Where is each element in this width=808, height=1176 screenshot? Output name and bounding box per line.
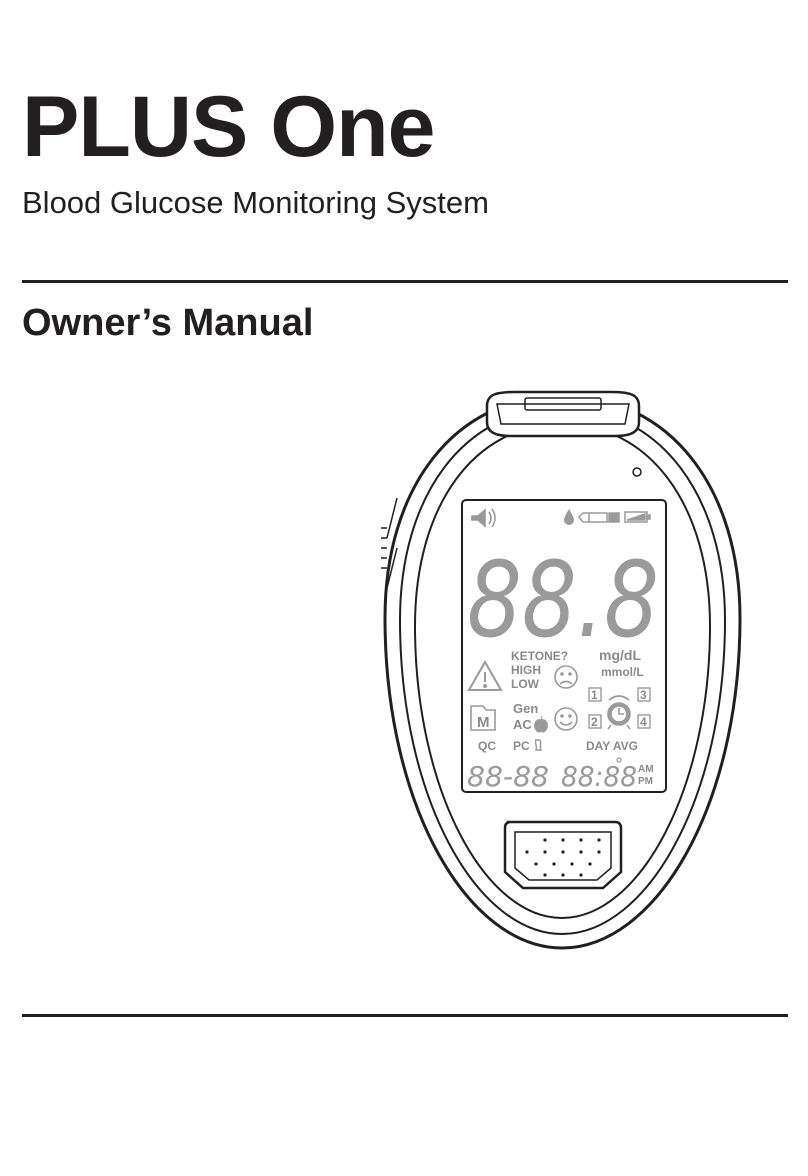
glucose-meter-illustration: 88.8 KETONE? HIGH LOW mg/dL mmol/L M Gen… <box>375 388 750 958</box>
time-readout: 88:88 <box>561 760 637 793</box>
time-dot <box>616 757 622 763</box>
memory-label: M <box>477 714 490 731</box>
speaker-icon <box>471 508 496 528</box>
product-subtitle: Blood Glucose Monitoring System <box>22 185 489 220</box>
day-avg-label: DAY AVG <box>586 739 638 753</box>
gen-label: Gen <box>513 701 538 716</box>
indicator-light <box>632 467 642 477</box>
ejector-button <box>503 820 623 890</box>
unit-mg-label: mg/dL <box>599 647 641 663</box>
top-divider <box>22 280 788 283</box>
bottom-divider <box>22 1014 788 1017</box>
ejector-grip-dots <box>525 838 601 877</box>
am-label: AM <box>638 764 654 775</box>
battery-icon <box>624 511 651 523</box>
product-title: PLUS One <box>22 79 436 175</box>
ketone-label: KETONE? <box>511 649 568 663</box>
lcd-screen <box>461 499 667 793</box>
meter-face-outline <box>413 422 712 920</box>
alarm-3: 3 <box>640 688 647 702</box>
unit-mmol-label: mmol/L <box>601 665 644 679</box>
side-grip <box>381 527 387 569</box>
alarm-2: 2 <box>591 715 598 729</box>
low-label: LOW <box>511 677 540 691</box>
eaten-apple-icon <box>534 739 543 751</box>
test-strip-icon <box>577 512 620 523</box>
alarm-1: 1 <box>591 688 598 702</box>
apple-icon <box>534 715 548 733</box>
meter-inner-shell <box>398 406 727 936</box>
alarm-4: 4 <box>640 715 647 729</box>
alarm-slots <box>588 687 651 729</box>
warning-icon <box>467 659 503 691</box>
sad-face-icon <box>554 665 578 689</box>
qc-label: QC <box>478 739 496 753</box>
meter-outer-shell <box>383 394 742 950</box>
alarm-clock-icon <box>607 695 631 730</box>
ac-label: AC <box>513 717 532 732</box>
date-readout: 88-88 <box>467 760 549 793</box>
manual-title: Owner’s Manual <box>22 302 314 344</box>
smile-face-icon <box>554 707 578 731</box>
high-label: HIGH <box>511 663 541 677</box>
memory-icon <box>470 705 496 731</box>
blood-drop-icon <box>564 509 574 525</box>
pc-label: PC <box>513 739 530 753</box>
pm-label: PM <box>638 776 653 787</box>
main-reading: 88.8 <box>467 539 659 661</box>
